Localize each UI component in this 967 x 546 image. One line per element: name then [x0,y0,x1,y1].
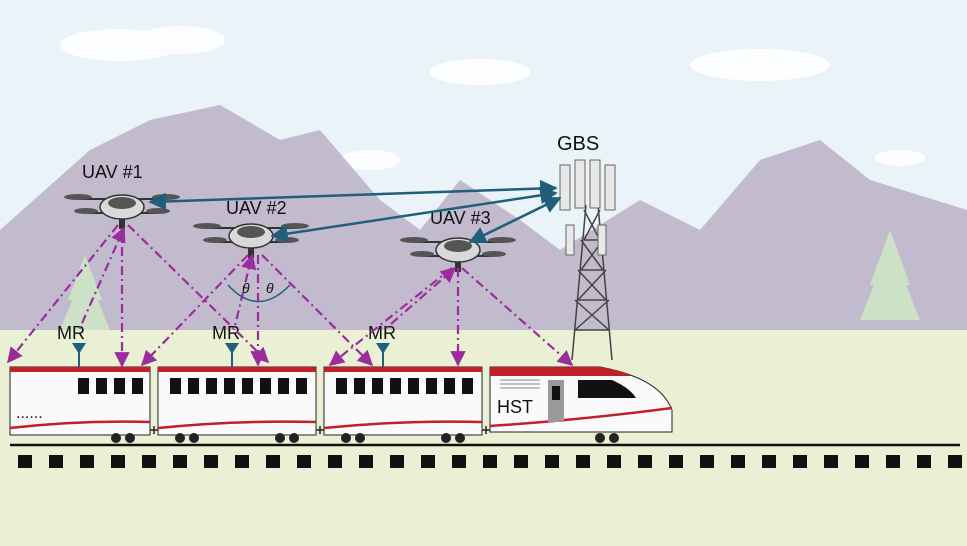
access-link [328,267,453,366]
angle-arc [227,284,291,303]
rail-tie [886,455,900,468]
train-car-2 [157,366,317,443]
rail-tie [235,455,249,468]
backhaul-link-uav3 [468,196,562,244]
mr-antenna-1 [72,343,86,367]
rail-tie [762,455,776,468]
backhaul-links [148,179,562,244]
rail-tie [80,455,94,468]
access-link [7,224,119,364]
access-link [127,224,270,364]
rail-tie [917,455,931,468]
gbs-label: GBS [557,133,599,155]
rail-tie [18,455,32,468]
rail-tie [576,455,590,468]
rail-tie [297,455,311,468]
mr-antenna-3 [376,343,390,367]
rail-track [10,443,962,468]
rail-tie [545,455,559,468]
rail-tie [204,455,218,468]
rail-tie [700,455,714,468]
access-link [461,267,574,367]
trees [60,230,920,330]
rail-tie [49,455,63,468]
theta-label-left: θ [242,280,250,296]
access-links [7,224,574,368]
rail-tie [266,455,280,468]
gbs-tower: GBS [557,133,616,361]
rail-tie [824,455,838,468]
rail-tie [607,455,621,468]
rail-tie [452,455,466,468]
rail-tie [731,455,745,468]
access-link [232,253,257,331]
access-link [383,266,457,331]
beam-angle: θ θ [227,280,291,303]
train-car-3 [323,366,483,443]
train-locomotive [489,366,673,443]
high-speed-train: ...... HST [9,366,673,443]
train-car-1 [9,366,151,443]
hst-label: HST [497,397,533,417]
rail-tie [855,455,869,468]
mr-label-3: MR [368,323,396,343]
access-link [140,254,249,367]
train-couplers [150,426,490,434]
rail-tie [948,455,962,468]
rail-tie [173,455,187,468]
rail-tie [328,455,342,468]
mr-antenna-2 [225,343,239,367]
train-ellipsis: ...... [16,405,43,422]
rail-tie [483,455,497,468]
rail-tie [142,455,156,468]
mr-label-2: MR [212,323,240,343]
uav-1-label: UAV #1 [82,162,143,182]
mr-label-1: MR [57,323,85,343]
clouds [60,26,925,170]
gbs-antenna-panels [559,159,616,256]
rail-tie [638,455,652,468]
access-link [261,254,374,367]
rail-tie [669,455,683,468]
theta-label-right: θ [266,280,274,296]
rail-tie [793,455,807,468]
rail-tie [514,455,528,468]
rail-tie [359,455,373,468]
ground [0,330,967,546]
uav-2-label: UAV #2 [226,198,287,218]
rail-ties [18,455,962,468]
rail-tie [390,455,404,468]
rail-tie [111,455,125,468]
rail-tie [421,455,435,468]
